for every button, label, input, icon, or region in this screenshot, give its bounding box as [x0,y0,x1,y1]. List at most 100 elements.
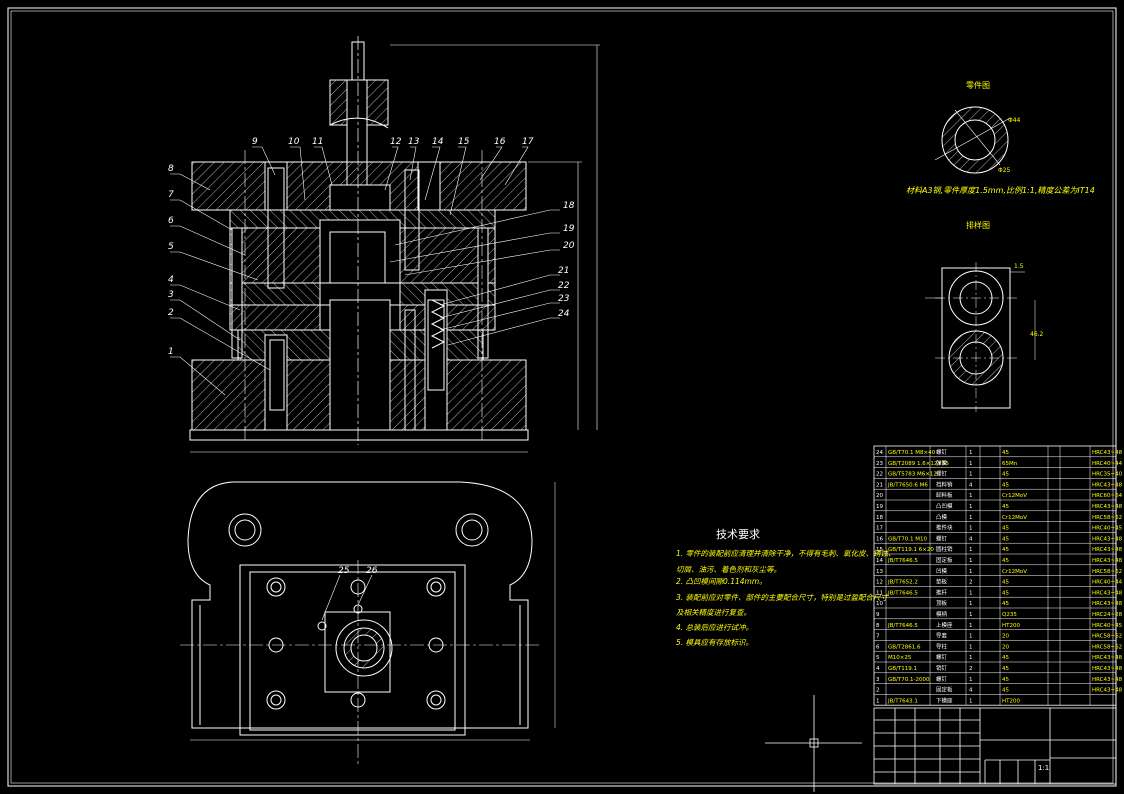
bom-cell: HRC43~48 [1092,590,1123,596]
bom-cell: 1 [969,677,973,683]
bom-cell: 1 [969,569,973,575]
bom-cell: 12 [876,580,883,586]
bom-cell: 螺钉 [936,470,948,478]
bom-cell: 8 [876,623,880,629]
callout-14: 14 [432,137,444,147]
bom-cell: 45 [1002,536,1009,542]
bom-cell: 45 [1002,450,1009,456]
bom-cell: 45 [1002,547,1009,553]
bom-cell: 下模座 [936,696,953,704]
bom-cell: 45 [1002,558,1009,564]
bom-cell: Cr12MoV [1002,569,1027,575]
callout-12: 12 [390,137,402,147]
part-dim-outer: Φ44 [1008,117,1021,124]
bom-cell: 1 [969,601,973,607]
bom-cell: 45 [1002,526,1009,532]
requirements-title: 技术要求 [716,528,760,541]
bom-cell: 1 [969,623,973,629]
bom-cell: HRC58~62 [1092,634,1122,640]
callout-7: 7 [168,190,174,200]
bom-cell: 45 [1002,472,1009,478]
bom-cell: 17 [876,526,883,532]
bom-cell: 5 [876,655,880,661]
requirement-line: 4. 总装后应进行试冲。 [676,623,753,632]
bom-cell: 16 [876,536,883,542]
bom-cell: 13 [876,569,883,575]
bom-cell: HRC43~48 [1092,558,1123,564]
bom-cell: 固定板 [936,556,953,564]
bom-cell: 20 [876,493,883,499]
callout-20: 20 [563,241,575,251]
bom-cell: GB/T70.1 M8×40 [888,450,936,456]
bom-cell: 1 [969,644,973,650]
bom-cell: 45 [1002,590,1009,596]
bom-cell: 11 [876,590,883,596]
requirement-line: 5. 模具应有存放标识。 [676,638,753,647]
bom-cell: 1 [969,612,973,618]
bom-cell: GB/T2089 1.6×12×55 [888,461,949,467]
bom-cell: 销钉 [936,664,948,672]
callout-22: 22 [558,281,570,291]
bom-cell: GB/T5783 M6×12 [888,472,937,478]
bom-cell: HRC43~48 [1092,482,1123,488]
bom-cell: 7 [876,634,880,640]
bom-cell: JB/T7646.5 [887,558,918,564]
bom-cell: 21 [876,482,883,488]
bom-cell: HRC43~48 [1092,677,1123,683]
bom-cell: JB/T7646.5 [887,590,918,596]
part-drawing [934,106,1011,174]
bom-cell: GB/T70.1-2000 [888,677,930,683]
callout-1: 1 [168,347,174,357]
bom-cell: 6 [876,644,880,650]
bom-cell: 65Mn [1002,461,1018,467]
callout-8: 8 [168,164,174,174]
bom-cell: HRC60~64 [1092,493,1123,499]
bom-cell: 卸料板 [936,491,953,499]
bom-cell: 9 [876,612,880,618]
bom-cell: 24 [876,450,883,456]
scale-value: 1:1 [1038,764,1049,772]
layout-drawing [925,262,1036,412]
callout-21: 21 [558,266,569,276]
bom-cell: 45 [1002,580,1009,586]
callout-5: 5 [168,242,174,252]
bom-cell: 1 [969,547,973,553]
plan-view [180,481,556,765]
bom-cell: 1 [969,504,973,510]
bom-cell: HRC40~44 [1092,580,1123,586]
bom-cell: 1 [969,526,973,532]
bom-cell: 凸模 [936,513,948,521]
bom-cell: HRC40~45 [1092,526,1123,532]
bom-cell: 2 [876,688,880,694]
bom-cell: 20 [1002,644,1009,650]
requirement-line: 2. 凸凹模间隙0.114mm。 [676,577,767,586]
bom-cell: 凸凹模 [936,502,953,510]
bom-cell: 挡料销 [936,480,953,488]
bom-cell: HRC58~62 [1092,515,1122,521]
bom-cell: HRC24~28 [1092,612,1123,618]
bom-cell: 45 [1002,666,1009,672]
bom-cell: GB/T70.1 M10 [888,536,927,542]
bom-cell: HRC43~48 [1092,536,1123,542]
bom-cell: 螺钉 [936,653,948,661]
bom-cell: 20 [1002,634,1009,640]
bom-cell: 弹簧 [936,459,948,467]
bom-cell: 45 [1002,677,1009,683]
callout-6: 6 [168,216,174,226]
bom-cell: 螺钉 [936,534,948,542]
cad-crosshair[interactable] [765,695,862,792]
bom-cell: 1 [969,493,973,499]
bom-cell: 螺钉 [936,675,948,683]
bom-cell: 45 [1002,601,1009,607]
callout-17: 17 [522,137,534,147]
bom-cell: HRC43~48 [1092,688,1123,694]
callout-9: 9 [252,137,258,147]
bom-cell: HT200 [1002,698,1020,704]
bom-cell: JB/T7650.6 M6 [887,482,928,488]
bom-cell: 45 [1002,688,1009,694]
bom-cell: HRC40~45 [1092,623,1123,629]
bom-cell: 3 [876,677,880,683]
bom-cell: 1 [969,515,973,521]
callout-19: 19 [563,224,575,234]
